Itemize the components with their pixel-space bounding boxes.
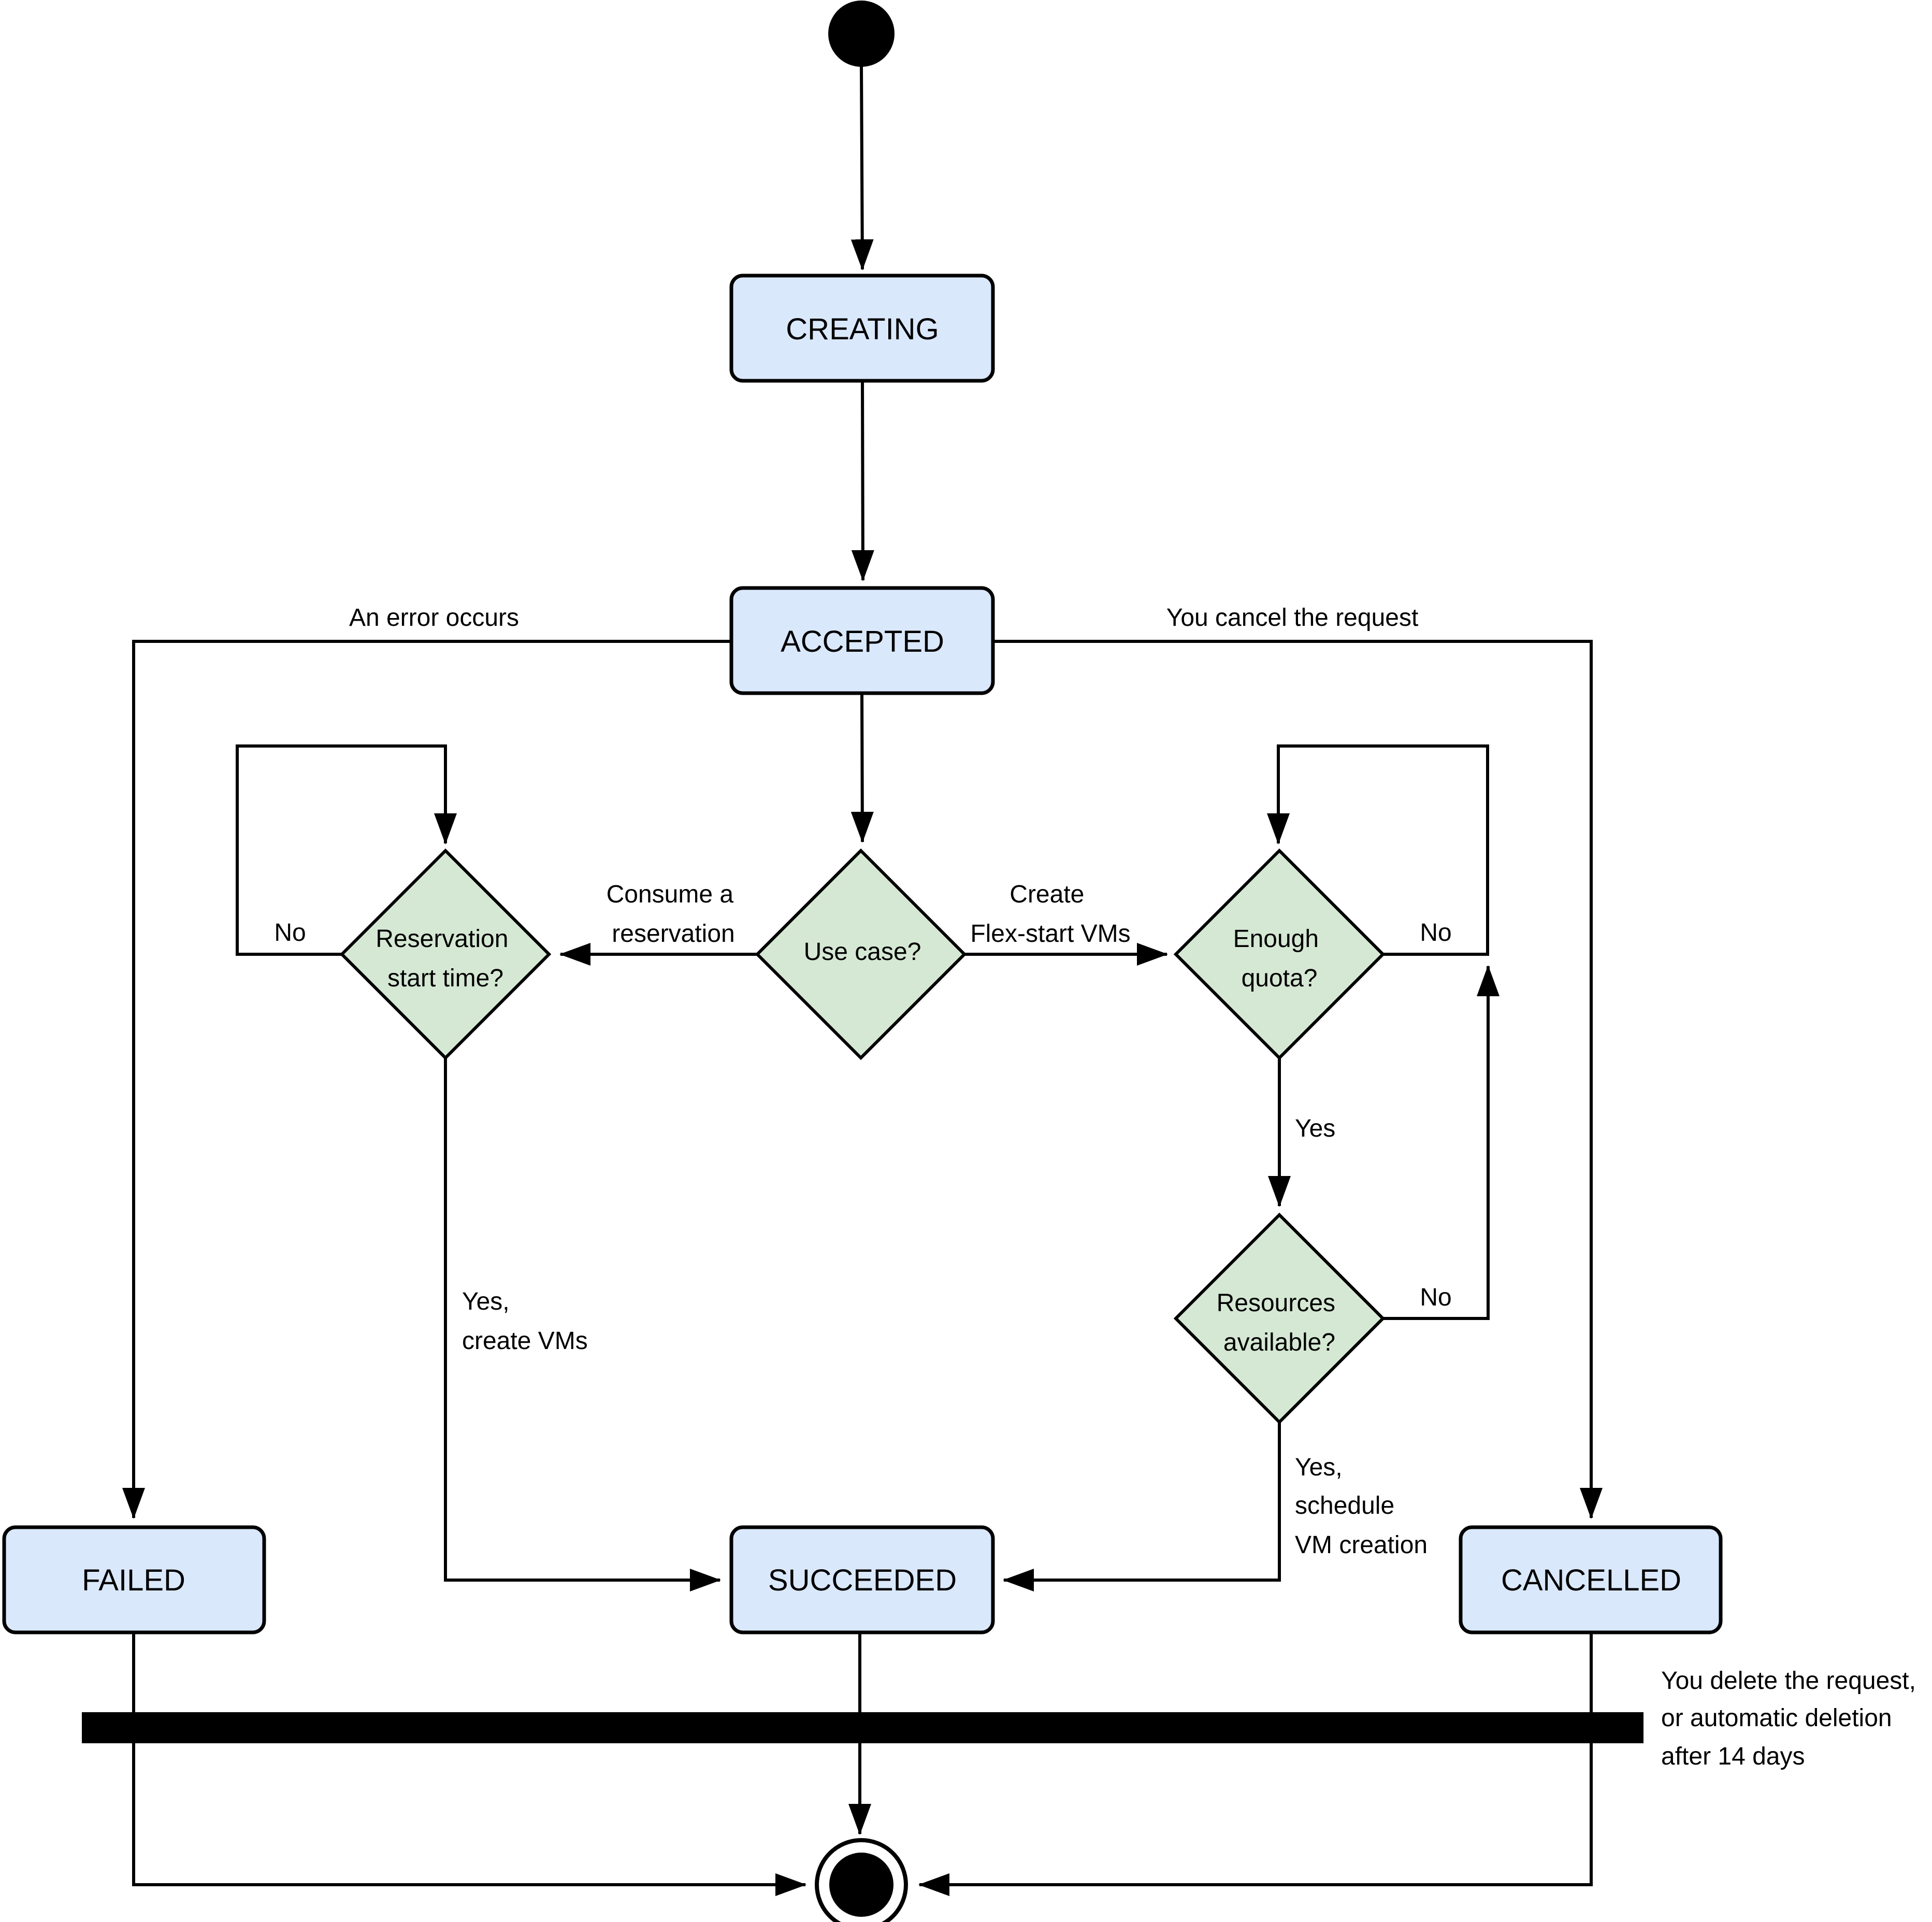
edge-creating-to-accepted (851, 380, 874, 581)
decision-reservation-start-line-2: start time? (387, 965, 503, 992)
edge-accepted-to-cancelled (993, 640, 1603, 1519)
label-resources-yes: Yes, schedule VM creation (1295, 1454, 1428, 1559)
end-node (829, 1853, 893, 1917)
decision-resources-available-line-1: Resources (1217, 1289, 1335, 1317)
edge-reservation-to-succeeded (444, 1058, 721, 1591)
state-cancelled: CANCELLED (1459, 1525, 1723, 1634)
label-create-flex-line-2: Flex-start VMs (970, 920, 1130, 948)
edge-start-to-creating (850, 64, 874, 270)
decision-use-case-label: Use case? (804, 938, 921, 966)
decision-resources-available: Resources available? (1173, 1212, 1386, 1425)
label-delete-line-2: or automatic deletion (1661, 1704, 1892, 1732)
decision-enough-quota-line-1: Enough (1233, 925, 1319, 953)
state-accepted-label: ACCEPTED (781, 625, 944, 658)
label-delete-line-1: You delete the request, (1661, 1667, 1916, 1695)
label-error: An error occurs (349, 604, 519, 632)
sync-bar (82, 1712, 1643, 1743)
label-cancel-line-1: You cancel the request (1166, 604, 1419, 632)
label-resources-yes-line-2: schedule (1295, 1492, 1394, 1519)
label-cancel: You cancel the request (1166, 604, 1419, 632)
label-reservation-no-line-1: No (274, 919, 306, 946)
label-create-flex-line-1: Create (1010, 881, 1084, 908)
decision-resources-available-label: Resources available? (1217, 1289, 1343, 1356)
edge-accepted-to-failed (122, 640, 731, 1519)
decision-reservation-start-line-1: Reservation (376, 925, 508, 953)
label-reservation-yes: Yes, create VMs (462, 1288, 588, 1355)
decision-reservation-start-label: Reservation start time? (376, 925, 515, 992)
label-create-flex: Create Flex-start VMs (970, 881, 1130, 948)
decision-enough-quota-label: Enough quota? (1233, 925, 1326, 992)
label-quota-yes-line-1: Yes (1295, 1115, 1335, 1142)
edge-reservation-no-loop (236, 744, 457, 956)
state-succeeded: SUCCEEDED (729, 1525, 995, 1634)
label-consume: Consume a reservation (607, 881, 741, 948)
state-creating-label: CREATING (786, 312, 939, 346)
state-cancelled-label: CANCELLED (1501, 1564, 1681, 1597)
label-quota-no: No (1420, 919, 1451, 946)
decision-reservation-start: Reservation start time? (339, 848, 552, 1060)
edge-resources-no (1383, 965, 1500, 1320)
label-delete-line-3: after 14 days (1661, 1743, 1805, 1770)
label-resources-yes-line-1: Yes, (1295, 1454, 1343, 1481)
state-failed: FAILED (2, 1525, 266, 1634)
label-resources-yes-line-3: VM creation (1295, 1531, 1428, 1559)
label-quota-yes: Yes (1295, 1115, 1335, 1142)
label-reservation-yes-line-1: Yes, (462, 1288, 510, 1315)
label-delete: You delete the request, or automatic del… (1661, 1667, 1923, 1770)
label-resources-no: No (1420, 1284, 1451, 1311)
label-consume-line-1: Consume a (607, 881, 734, 908)
label-error-line-1: An error occurs (349, 604, 519, 632)
decision-enough-quota-line-2: quota? (1242, 965, 1318, 992)
decision-enough-quota: Enough quota? (1173, 848, 1386, 1060)
state-accepted: ACCEPTED (729, 586, 995, 695)
start-node (828, 1, 895, 67)
label-resources-no-line-1: No (1420, 1284, 1451, 1311)
state-succeeded-label: SUCCEEDED (768, 1564, 957, 1597)
label-quota-no-line-1: No (1420, 919, 1451, 946)
edge-cancelled-to-end (918, 1633, 1593, 1896)
decision-resources-available-line-2: available? (1223, 1329, 1335, 1356)
state-failed-label: FAILED (82, 1564, 185, 1597)
edge-resources-to-succeeded (1003, 1422, 1281, 1591)
decision-use-case-line-1: Use case? (804, 938, 921, 966)
state-creating: CREATING (729, 274, 995, 383)
decision-use-case: Use case? (755, 848, 967, 1060)
edge-quota-no-loop (1267, 744, 1489, 956)
label-reservation-no: No (274, 919, 306, 946)
label-reservation-yes-line-2: create VMs (462, 1327, 588, 1355)
label-consume-line-2: reservation (612, 920, 734, 948)
edge-failed-to-end (132, 1633, 806, 1896)
